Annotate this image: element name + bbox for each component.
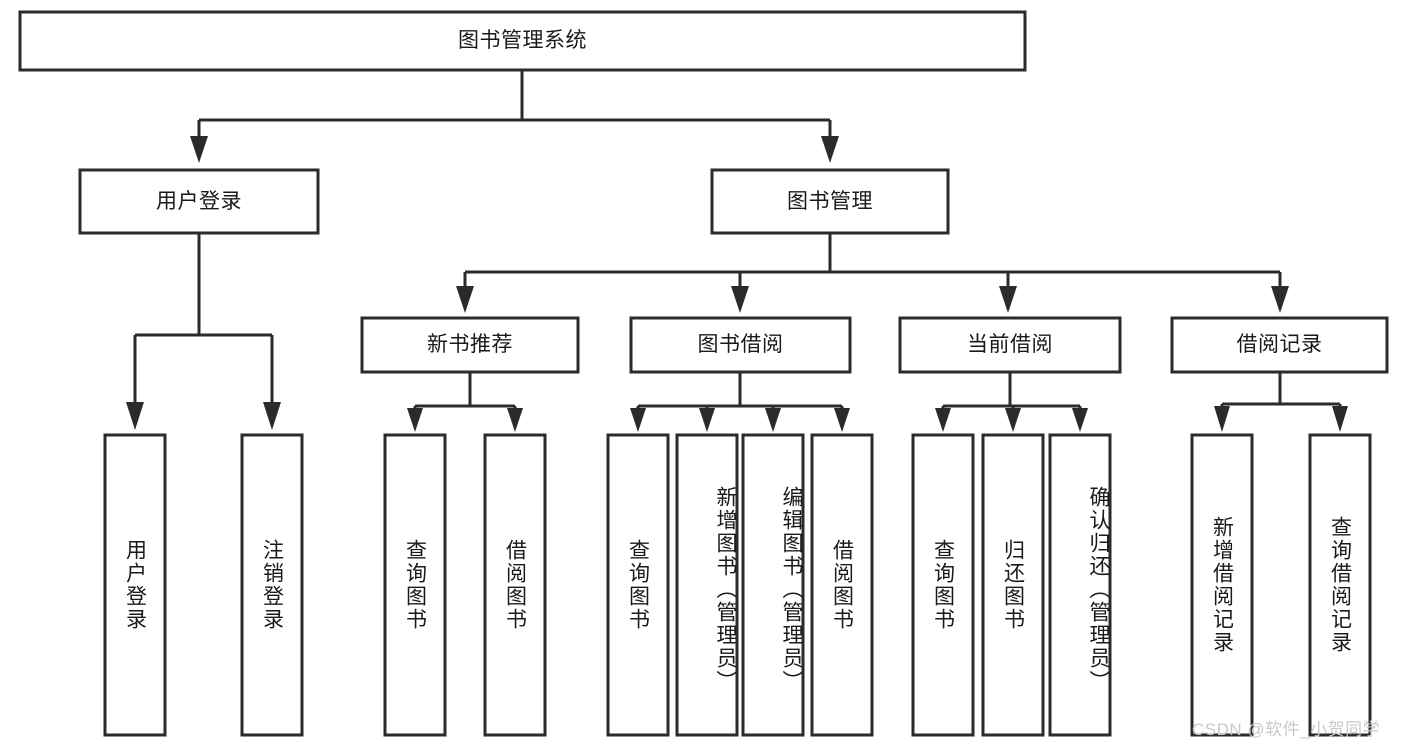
arrow-head-leaf-query-book-rec	[407, 408, 423, 432]
node-box-leaf-return-book[interactable]	[981, 433, 1045, 737]
node-box-leaf-query-record[interactable]	[1308, 433, 1372, 737]
arrow-head-user-login	[190, 136, 208, 163]
node-box-leaf-user-login[interactable]	[103, 433, 167, 737]
node-box-leaf-logout[interactable]	[240, 433, 304, 737]
node-box-leaf-add-record[interactable]	[1190, 433, 1254, 737]
arrow-head-new-book-recommend	[456, 286, 474, 313]
arrow-head-leaf-edit-book	[765, 408, 781, 432]
node-box-current-borrow[interactable]	[898, 316, 1122, 374]
arrow-head-leaf-borrow-book-rec	[507, 408, 523, 432]
arrow-head-leaf-query-book-cur	[935, 408, 951, 432]
node-box-new-book-recommend[interactable]	[360, 316, 580, 374]
connector-group-book-borrow	[630, 372, 850, 432]
arrow-head-leaf-user-login	[126, 402, 144, 430]
arrow-head-leaf-query-record	[1332, 406, 1348, 432]
arrow-head-leaf-confirm-return	[1072, 408, 1088, 432]
node-box-book-manage[interactable]	[710, 168, 950, 235]
node-box-user-login[interactable]	[78, 168, 320, 235]
node-box-borrow-record[interactable]	[1170, 316, 1389, 374]
arrow-head-current-borrow	[999, 286, 1017, 313]
connector-group-book-manage	[456, 233, 1289, 313]
arrow-head-leaf-borrow-book	[834, 408, 850, 432]
connector-group-borrow-record	[1214, 372, 1348, 432]
arrow-head-leaf-logout	[263, 402, 281, 430]
node-box-leaf-borrow-book[interactable]	[810, 433, 874, 737]
node-box-leaf-add-book[interactable]	[675, 433, 739, 737]
connector-group-new-book-recommend	[407, 372, 523, 432]
node-box-leaf-query-book-rec[interactable]	[383, 433, 447, 737]
connector-group-root	[190, 70, 839, 163]
arrow-head-book-manage	[821, 136, 839, 163]
node-box-leaf-query-book-borrow[interactable]	[606, 433, 670, 737]
arrow-head-leaf-return-book	[1005, 408, 1021, 432]
connector-group-user-login	[126, 233, 281, 430]
node-box-root[interactable]	[18, 10, 1027, 72]
arrow-head-borrow-record	[1271, 286, 1289, 313]
arrow-head-leaf-add-record	[1214, 406, 1230, 432]
node-box-leaf-borrow-book-rec[interactable]	[483, 433, 547, 737]
arrow-head-leaf-add-book	[699, 408, 715, 432]
node-box-leaf-confirm-return[interactable]	[1048, 433, 1112, 737]
node-box-leaf-edit-book[interactable]	[741, 433, 805, 737]
arrow-head-leaf-query-book-borrow	[630, 408, 646, 432]
node-box-leaf-query-book-cur[interactable]	[911, 433, 975, 737]
node-box-book-borrow[interactable]	[629, 316, 852, 374]
arrow-head-book-borrow	[731, 286, 749, 313]
csdn-watermark: CSDN @软件_小贺同学	[1192, 720, 1381, 739]
connector-group-current-borrow	[935, 372, 1088, 432]
